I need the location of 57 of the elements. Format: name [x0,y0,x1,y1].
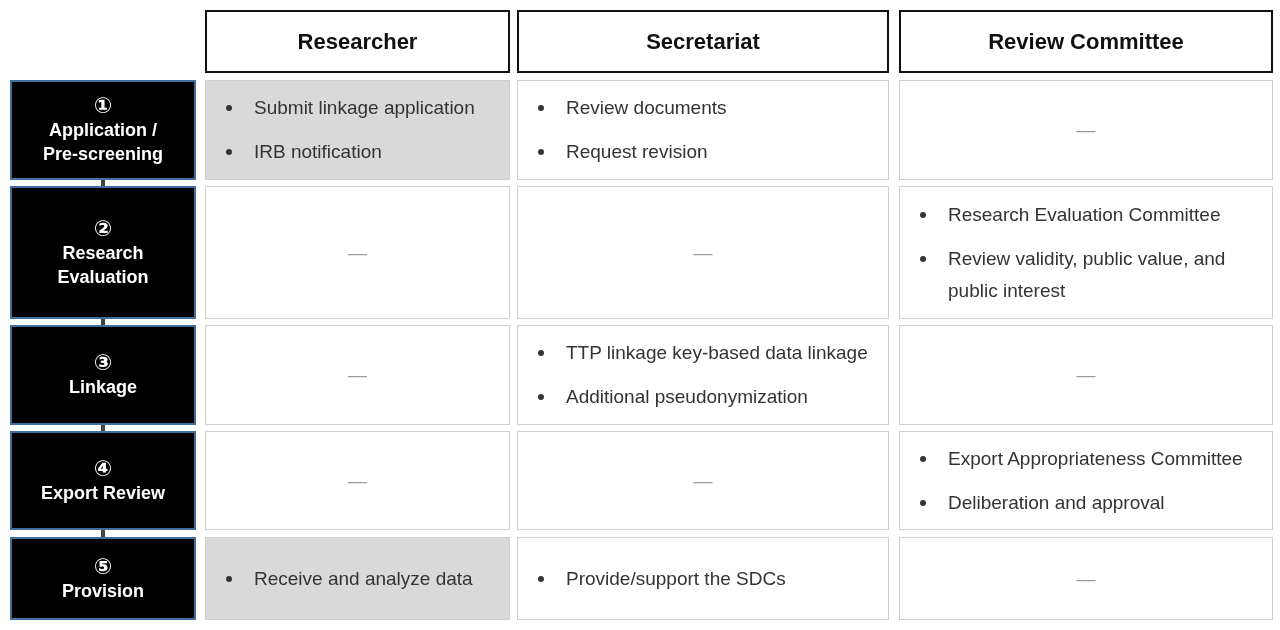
step-number: ⑤ [93,554,113,579]
column-header: Secretariat [517,10,889,73]
table-cell [899,325,1273,425]
empty-mark: — [348,364,367,386]
bullet-text: Deliberation and approval [948,490,1165,515]
table-cell [517,186,889,319]
step-box [10,80,196,180]
bullet-text: Additional pseudonymization [566,385,808,409]
table-cell [517,80,889,180]
table-cell [205,186,510,319]
step-box [10,186,196,319]
bullet-text: Export Appropriateness Committee [948,446,1243,471]
connector-line [101,530,105,537]
empty-mark: — [693,469,713,492]
empty-mark: — [348,469,367,492]
table-cell [517,431,889,530]
step-number: ③ [93,351,113,375]
bullet-text: Review validity, public value, and public interest [948,246,1227,303]
step-label: Export Review [40,481,165,505]
step-number: ④ [93,456,113,481]
step-label: Research Evaluation [56,241,150,289]
column-header: Researcher [205,10,510,73]
step-label: Linkage [69,376,137,399]
step-box [10,537,196,620]
table-cell [205,431,510,530]
bullet-text: TTP linkage key-based data linkage [566,341,868,365]
table-cell [517,537,889,620]
empty-mark: — [348,241,367,264]
connector-line [101,425,105,431]
step-label: Application / Pre-screening [41,119,165,166]
empty-mark: — [1076,119,1096,141]
bullet-text: Request revision [566,140,708,164]
bullet-text: Research Evaluation Committee [948,202,1221,227]
bullet-text: Receive and analyze data [254,566,473,591]
step-box [10,431,196,530]
bullet-text: IRB notification [254,140,382,164]
connector-line [101,319,105,325]
step-label: Provision [62,579,144,603]
bullet-text: Provide/support the SDCs [566,566,786,591]
table-cell [899,186,1273,319]
table-cell [517,325,889,425]
empty-mark: — [1076,364,1096,386]
step-number: ② [93,216,113,241]
table-cell [205,325,510,425]
step-box [10,325,196,425]
bullet-text: Review documents [566,96,727,120]
step-number: ① [93,94,113,118]
empty-mark: — [1076,567,1096,590]
table-cell [899,537,1273,620]
connector-line [101,180,105,186]
empty-mark: — [693,241,713,264]
table-cell [899,431,1273,530]
table-cell [899,80,1273,180]
bullet-text: Submit linkage application [254,96,475,120]
table-cell [205,80,510,180]
table-cell [205,537,510,620]
column-header: Review Committee [899,10,1273,73]
